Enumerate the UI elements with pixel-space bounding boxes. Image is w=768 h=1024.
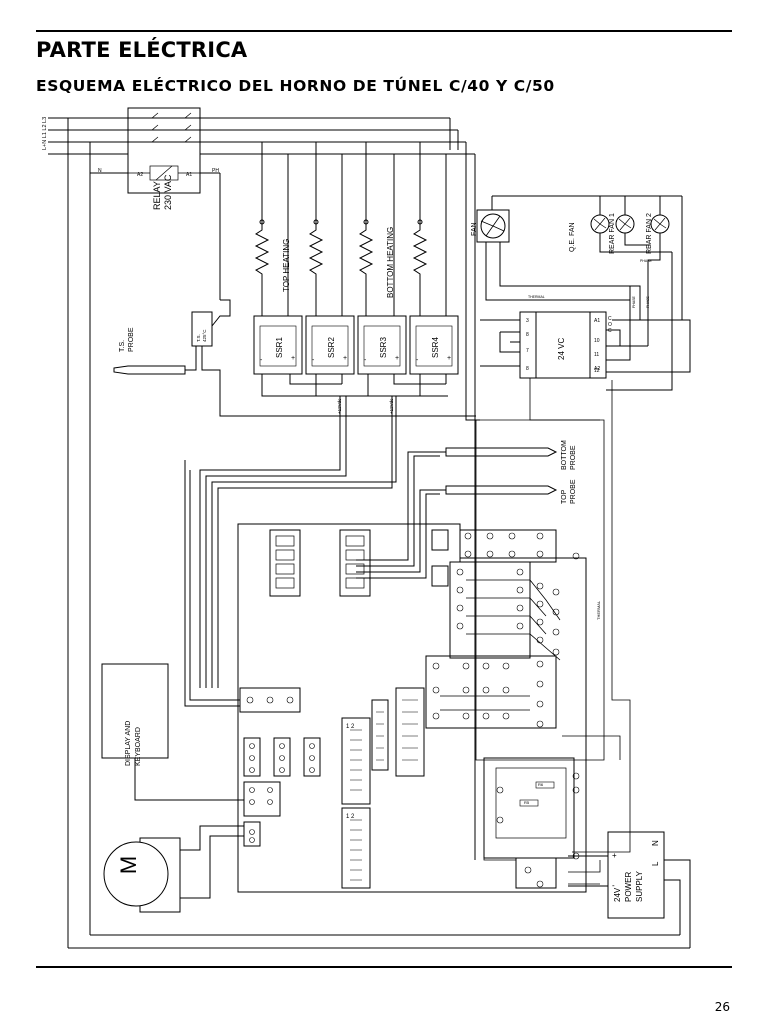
psu-label-2: POWER bbox=[624, 872, 633, 902]
psu-out-n: N bbox=[651, 840, 660, 846]
heating-resistors bbox=[254, 219, 428, 316]
board-resistors bbox=[519, 781, 555, 807]
bottom-heating-label: BOTTOM HEATING bbox=[386, 227, 395, 298]
timer-module bbox=[480, 311, 691, 379]
top-heating-label: TOP HEATING bbox=[282, 239, 291, 292]
timer-pin-right-1: 10 bbox=[594, 338, 600, 344]
connector-number-a: 1 2 bbox=[346, 724, 355, 730]
section-title: PARTE ELÉCTRICA bbox=[36, 38, 248, 62]
header-rule bbox=[36, 30, 732, 32]
relay-terminal-a1: A1 bbox=[186, 172, 192, 178]
timer-pin-left-3: 7 bbox=[526, 348, 529, 354]
psu-label-1: 24V bbox=[613, 887, 622, 902]
relay-terminal-a2: A2 bbox=[137, 172, 143, 178]
ssr2-label: SSR2 bbox=[327, 337, 336, 358]
board-screw-holes bbox=[246, 532, 580, 888]
relay-neutral-mark: N bbox=[98, 168, 102, 174]
psu-label-3: SUPPLY bbox=[635, 870, 644, 902]
diagram-title: ESQUEMA ELÉCTRICO DEL HORNO DE TÚNEL C/4… bbox=[36, 77, 555, 95]
relay-voltage: 230 VAC bbox=[163, 174, 173, 210]
timer-pin-left-1: 3 bbox=[526, 318, 529, 324]
ssr3-minus: - bbox=[364, 357, 367, 364]
ts-probe-label-1: T.S. bbox=[119, 340, 126, 352]
top-probe-label-1: TOP bbox=[561, 489, 568, 504]
ssr3-plus: + bbox=[395, 355, 399, 362]
timer-contact-2: O bbox=[608, 322, 612, 328]
component-r6: R6 bbox=[538, 782, 544, 787]
timer-pin-right-3: 12 bbox=[594, 368, 600, 374]
display-keyboard bbox=[101, 663, 244, 801]
phase-label-1: PHASE bbox=[640, 259, 653, 263]
phase-label-3: PHASE bbox=[646, 295, 650, 308]
relay-label: RELAY bbox=[152, 181, 162, 210]
timer-pin-left-4: 8 bbox=[526, 366, 529, 372]
component-r5: R5 bbox=[524, 800, 530, 805]
ssr4-label: SSR4 bbox=[431, 337, 440, 358]
line-input-label: L+N L1 L2 L3 bbox=[42, 117, 48, 150]
top-probe-label-2: PROBE bbox=[570, 479, 577, 504]
ssr1-minus: - bbox=[260, 357, 263, 364]
ssr-control-wires bbox=[184, 374, 448, 707]
control-board bbox=[237, 523, 587, 893]
ssr2-minus: - bbox=[312, 357, 315, 364]
timer-pin-right-2: 11 bbox=[594, 352, 599, 358]
rear-fan-1-label: REAR FAN 1 bbox=[609, 213, 616, 254]
qe-fan-label: Q.E. FAN bbox=[569, 222, 576, 252]
ssr2-plus: + bbox=[343, 355, 347, 362]
ts-probe bbox=[113, 346, 197, 375]
timer-terminal-a2: A2 bbox=[594, 366, 600, 372]
footer-rule bbox=[36, 966, 732, 968]
bottom-probe-label-2: PROBE bbox=[570, 445, 577, 470]
top-bottom-probes bbox=[356, 447, 558, 579]
ssr4-plus: + bbox=[447, 355, 451, 362]
power-supply bbox=[568, 831, 691, 948]
ssr1-label: SSR1 bbox=[275, 337, 284, 358]
ssr-bus-label-2: +12Vdc bbox=[389, 398, 394, 414]
relay: A2 A1 N PH RELAY 230 VAC bbox=[90, 107, 221, 300]
timer-terminal-a1: A1 bbox=[594, 318, 600, 324]
timer-contact-1: C bbox=[608, 316, 612, 322]
timer-contact-3: C bbox=[608, 328, 612, 334]
thermal-board-label: THERMAL bbox=[596, 600, 601, 620]
psu-out-l: L bbox=[651, 861, 660, 866]
timer-pins: 3 8 7 8 10 11 12 A1 A2 C O C bbox=[526, 316, 612, 374]
heating-bus bbox=[261, 142, 447, 316]
phase-label-2: PHASE bbox=[632, 295, 636, 308]
rear-fan-2-label: REAR FAN 2 bbox=[646, 213, 653, 254]
line-input-text: L+N L1 L2 L3 bbox=[42, 117, 48, 150]
psu-minus: - bbox=[612, 881, 615, 890]
motor bbox=[103, 825, 244, 913]
fans bbox=[476, 195, 683, 391]
psu-plus: + bbox=[612, 851, 617, 860]
bottom-probe-label-1: BOTTOM bbox=[561, 440, 568, 470]
fan-label: FAN bbox=[471, 222, 478, 236]
thermostat-label: T.S. bbox=[196, 334, 201, 342]
relay-phase-mark: PH bbox=[212, 168, 219, 174]
ssr3-label: SSR3 bbox=[379, 337, 388, 358]
ssr1-plus: + bbox=[291, 355, 295, 362]
thermal-label-fan: THERMAL bbox=[528, 295, 545, 299]
display-label-1: DISPLAY AND bbox=[125, 721, 132, 766]
supply-lines bbox=[48, 117, 690, 949]
page-number: 26 bbox=[714, 1000, 730, 1014]
connector-number-b: 1 2 bbox=[346, 814, 355, 820]
timer-pin-left-2: 8 bbox=[526, 332, 529, 338]
thermostat bbox=[191, 299, 476, 417]
board-wiring bbox=[440, 378, 631, 885]
ssr-bus-label-1: +12Vdc bbox=[337, 398, 342, 414]
ts-probe-label-2: PROBE bbox=[128, 327, 135, 352]
wiring-schematic: L+N L1 L2 L3 A2 A1 N PH RELAY 230 VAC bbox=[42, 107, 691, 949]
timer-label: 24 VC bbox=[557, 338, 566, 360]
connector-pin-rows bbox=[350, 699, 418, 881]
motor-label: M bbox=[116, 856, 141, 874]
thermostat-setpoint: 425°C bbox=[202, 329, 207, 342]
ssr-modules bbox=[253, 315, 459, 375]
ssr-signs: - + - + - + - + bbox=[260, 355, 451, 364]
display-label-2: KEYBOARD bbox=[135, 727, 142, 766]
ssr4-minus: - bbox=[416, 357, 419, 364]
